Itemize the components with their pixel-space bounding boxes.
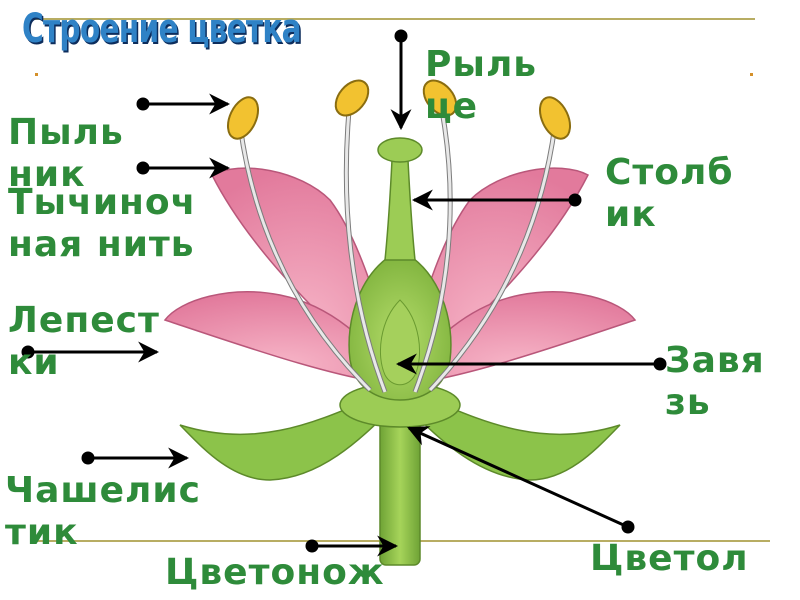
label-ovary: Завя зь — [665, 340, 765, 423]
filament — [344, 99, 387, 393]
filament — [428, 124, 557, 392]
sepal-left — [179, 394, 391, 481]
anther-shape — [334, 79, 370, 117]
pedicel-shape — [379, 419, 421, 566]
label-pedicel: Цветонож — [165, 552, 385, 593]
label-anther: Пыль ник — [8, 112, 124, 195]
slide-title-text: Строение цветка — [22, 6, 302, 52]
anther-shape — [538, 96, 572, 140]
label-filament: Тычиноч ная нить — [8, 182, 197, 265]
label-receptacle: Цветол — [590, 538, 749, 579]
slide-title-shadow: Строение цветка — [23, 8, 303, 54]
top-rule — [30, 18, 755, 20]
anther-shape — [422, 79, 458, 117]
filament — [413, 99, 452, 393]
stigma-shape — [377, 137, 423, 163]
label-petals: Лепест ки — [8, 300, 160, 383]
slide-title: Строение цветка Строение цветка — [22, 6, 303, 54]
anther-shape — [226, 96, 260, 140]
label-sepal: Чашелис тик — [5, 470, 201, 553]
rule-marker — [750, 73, 753, 76]
label-stigma: Рыль це — [425, 44, 538, 127]
style-shape — [384, 159, 416, 261]
rule-marker — [35, 73, 38, 76]
pointer-arrows — [21, 29, 667, 557]
filament — [238, 124, 372, 392]
label-style: Столб ик — [605, 152, 734, 235]
